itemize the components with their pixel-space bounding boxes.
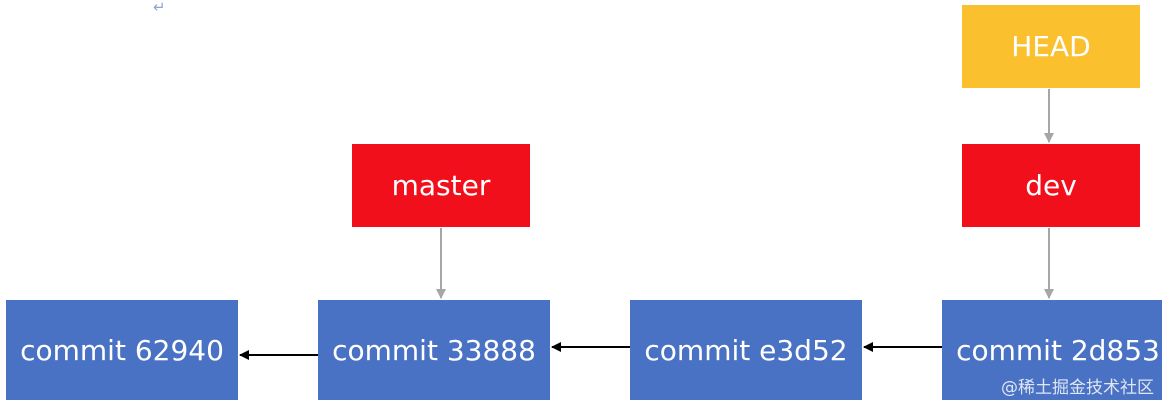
- watermark: @稀土掘金技术社区: [1001, 378, 1154, 398]
- commit-e3d52-box: commit e3d52: [630, 300, 862, 400]
- paragraph-return-mark: ↵: [153, 0, 166, 16]
- branch-dev-box: dev: [962, 144, 1140, 227]
- commit-2d853-box: commit 2d853: [942, 300, 1162, 400]
- head-pointer-box: HEAD: [962, 5, 1140, 88]
- branch-master-box: master: [352, 144, 530, 227]
- commit-33888-box: commit 33888: [318, 300, 550, 400]
- commit-62940-box: commit 62940: [6, 300, 238, 400]
